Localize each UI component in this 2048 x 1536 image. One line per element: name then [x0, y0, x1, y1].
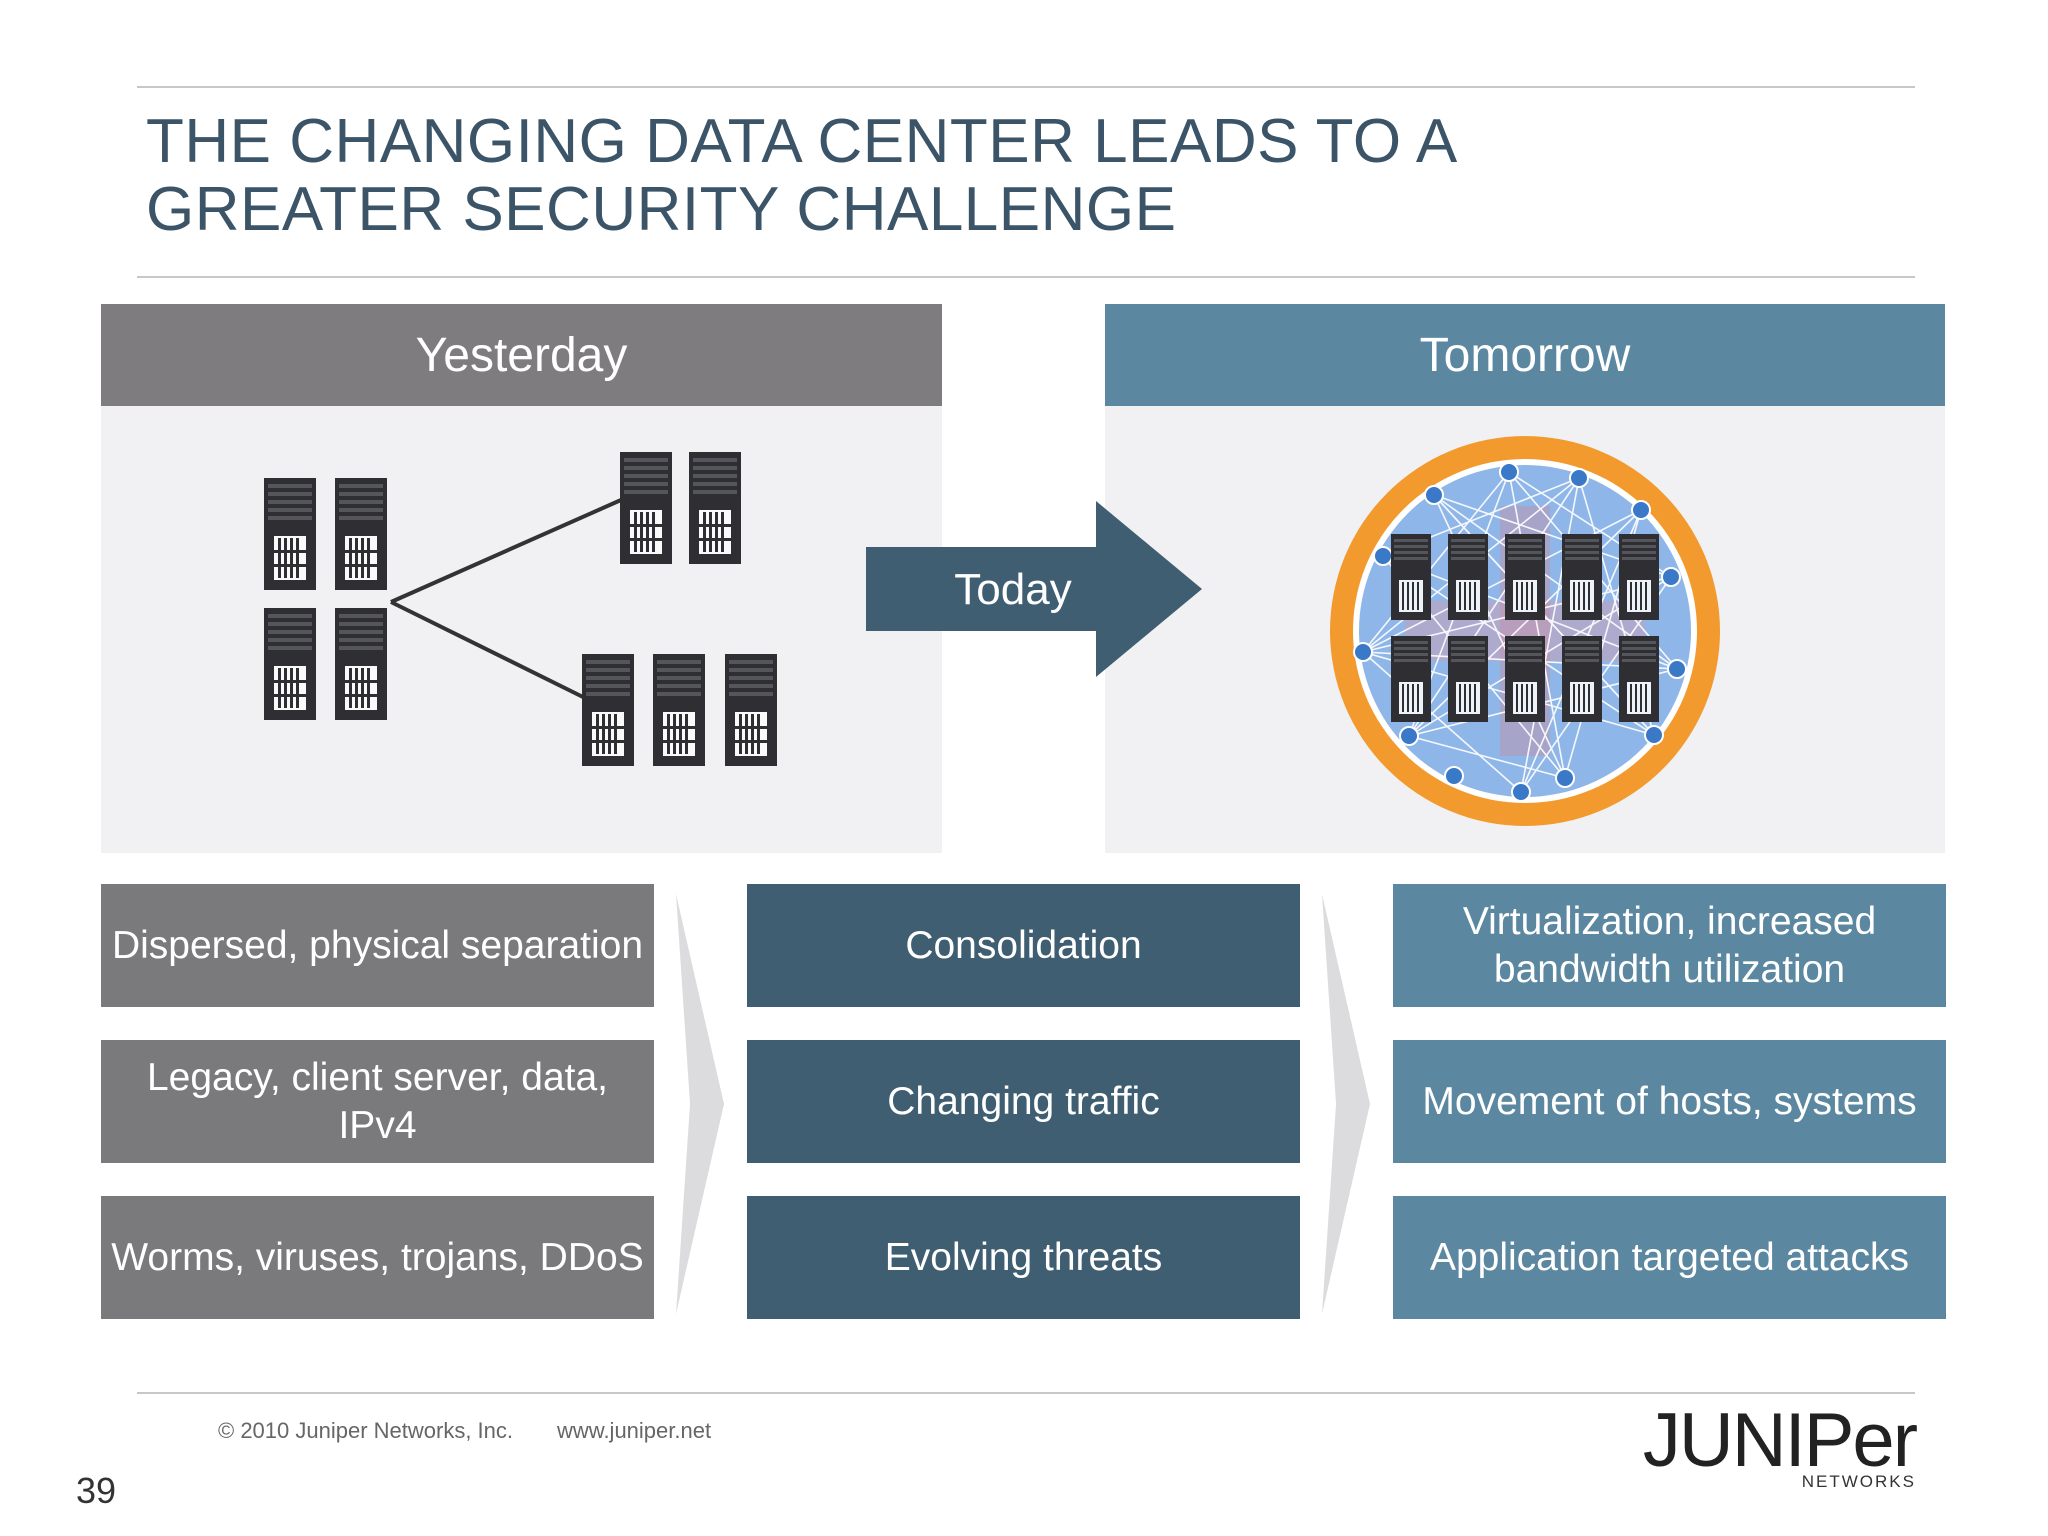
today-item-traffic: Changing traffic	[747, 1040, 1300, 1163]
server-icon	[653, 654, 705, 766]
virtual-server-icon	[1505, 636, 1545, 722]
server-icon	[582, 654, 634, 766]
yesterday-item-legacy: Legacy, client server, data, IPv4	[101, 1040, 654, 1163]
today-arrow	[866, 501, 1202, 677]
yesterday-item-label: Legacy, client server, data, IPv4	[146, 1055, 609, 1147]
server-icon	[264, 608, 316, 720]
yesterday-label: Yesterday	[415, 328, 628, 382]
today-item-label: Evolving threats	[884, 1235, 1163, 1279]
tomorrow-item-label: Application targeted attacks	[1429, 1235, 1910, 1279]
title-line-2: GREATER SECURITY CHALLENGE	[146, 175, 1177, 244]
title-divider	[137, 276, 1915, 278]
footer-rule	[137, 1392, 1915, 1394]
logo-tagline: NETWORKS	[1801, 1472, 1916, 1491]
tomorrow-panel	[1105, 406, 1945, 853]
chevron-right-icon	[676, 894, 724, 1314]
virtual-server-icon	[1619, 534, 1659, 620]
tomorrow-item-movement: Movement of hosts, systems	[1393, 1040, 1946, 1163]
tomorrow-item-virtualization: Virtualization, increased bandwidth util…	[1393, 884, 1946, 1007]
yesterday-item-label: Dispersed, physical separation	[111, 923, 644, 967]
server-icon	[335, 608, 387, 720]
virtual-server-icon	[1391, 636, 1431, 722]
server-icon	[335, 478, 387, 590]
today-item-label: Changing traffic	[887, 1079, 1160, 1123]
tomorrow-item-label: Virtualization, increased bandwidth util…	[1462, 899, 1877, 991]
tomorrow-item-attacks: Application targeted attacks	[1393, 1196, 1946, 1319]
yesterday-item-label: Worms, viruses, trojans, DDoS	[111, 1235, 644, 1279]
yesterday-panel	[101, 406, 942, 853]
virtual-server-icon	[1619, 636, 1659, 722]
virtual-server-icon	[1562, 534, 1602, 620]
top-rule	[137, 86, 1915, 88]
yesterday-header: Yesterday	[101, 304, 942, 406]
today-item-consolidation: Consolidation	[747, 884, 1300, 1007]
footer-copyright: © 2010 Juniper Networks, Inc.	[218, 1418, 514, 1443]
yesterday-item-separation: Dispersed, physical separation	[101, 884, 654, 1007]
server-icon	[620, 452, 672, 564]
today-item-threats: Evolving threats	[747, 1196, 1300, 1319]
page-number: 39	[76, 1470, 117, 1511]
tomorrow-header: Tomorrow	[1105, 304, 1945, 406]
virtual-server-icon	[1562, 636, 1602, 722]
server-icon	[725, 654, 777, 766]
tomorrow-item-label: Movement of hosts, systems	[1422, 1079, 1917, 1123]
yesterday-item-threats: Worms, viruses, trojans, DDoS	[101, 1196, 654, 1319]
page-title: THE CHANGING DATA CENTER LEADS TO A GREA…	[146, 108, 1458, 244]
virtual-server-icon	[1391, 534, 1431, 620]
footer-url[interactable]: www.juniper.net	[557, 1418, 712, 1443]
virtual-server-icon	[1448, 534, 1488, 620]
tomorrow-label: Tomorrow	[1419, 328, 1631, 382]
virtual-server-icon	[1448, 636, 1488, 722]
today-label: Today	[954, 565, 1072, 614]
dispersed-servers-illustration	[264, 452, 777, 766]
server-icon	[264, 478, 316, 590]
title-line-1: THE CHANGING DATA CENTER LEADS TO A	[146, 107, 1458, 176]
server-icon	[689, 452, 741, 564]
virtual-server-icon	[1505, 534, 1545, 620]
virtualized-datacenter-illustration	[1330, 436, 1720, 826]
juniper-logo: JUNIPer NETWORKS	[1642, 1398, 1918, 1492]
today-item-label: Consolidation	[905, 923, 1142, 967]
node-dots	[1353, 462, 1687, 802]
chevron-right-icon	[1322, 894, 1370, 1314]
logo-wordmark: JUNIPer	[1642, 1398, 1918, 1483]
